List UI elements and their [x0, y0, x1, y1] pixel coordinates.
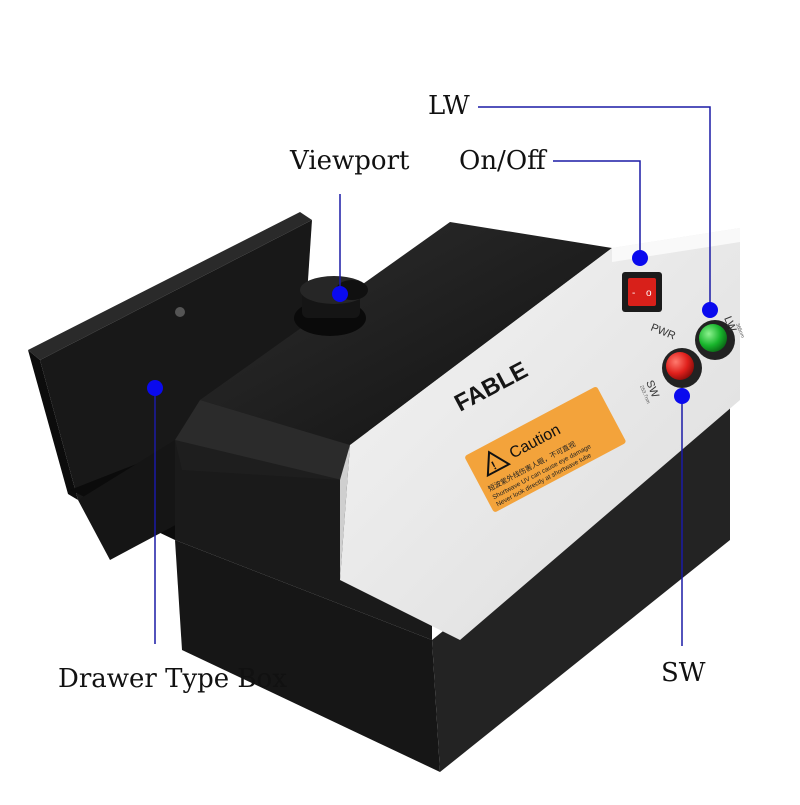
svg-text:-: -: [632, 288, 635, 299]
lw-wavelength: 365nm: [734, 323, 745, 339]
warning-icon: [486, 450, 512, 478]
lw-callout-dot: [702, 302, 718, 318]
lw-button[interactable]: [695, 320, 735, 360]
callout-dots: [147, 250, 718, 404]
onoff-callout-line: [553, 160, 641, 258]
sw-button[interactable]: [662, 348, 702, 388]
viewport-callout-dot: [332, 286, 348, 302]
drawer-callout-dot: [147, 380, 163, 396]
svg-text:o: o: [646, 288, 652, 299]
power-switch[interactable]: - o: [622, 272, 662, 312]
drawer-type-box-callout-label: Drawer Type Box: [58, 664, 287, 694]
housing-top: [175, 222, 612, 480]
callout-lines: [154, 106, 711, 646]
caution-background: [465, 387, 626, 512]
sw-callout-label: SW: [661, 658, 706, 688]
sw-callout-dot: [674, 388, 690, 404]
lw-label: LW: [721, 315, 738, 335]
viewport-knob[interactable]: [294, 276, 368, 336]
on-off-callout-label: On/Off: [459, 146, 546, 176]
svg-text:!: !: [489, 458, 499, 472]
viewport-callout-label: Viewport: [290, 146, 410, 176]
screw-icon: [175, 307, 185, 317]
onoff-callout-dot: [632, 250, 648, 266]
drawer-back-plate: [28, 212, 312, 500]
lw-callout-line: [478, 106, 711, 310]
lw-callout-label: LW: [428, 91, 470, 121]
